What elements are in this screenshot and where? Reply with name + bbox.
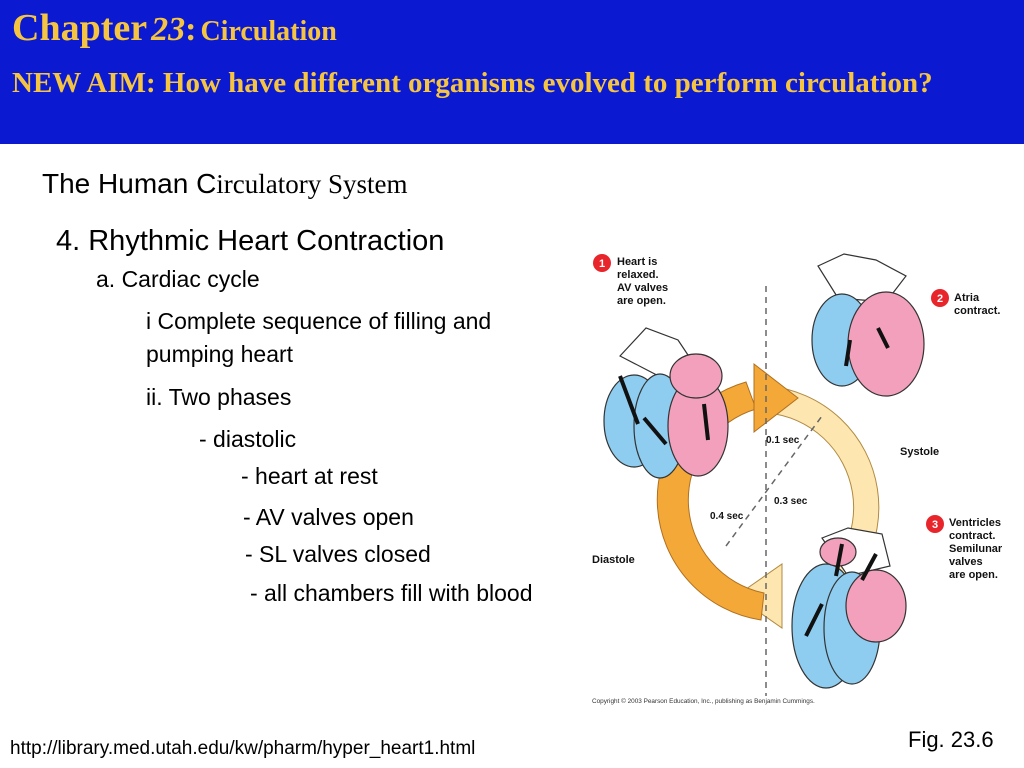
heart-relaxed xyxy=(603,327,729,479)
cardiac-cycle-figure: 1 Heart is relaxed. AV valves are open. … xyxy=(592,253,1003,705)
outline-item-ii: ii. Two phases xyxy=(146,384,292,410)
aim-statement: NEW AIM: How have different organisms ev… xyxy=(12,67,933,99)
diastole-label: Diastole xyxy=(592,554,635,566)
chapter-topic: Circulation xyxy=(200,16,337,47)
chapter-colon: : xyxy=(185,11,197,48)
chapter-title: Chapter 23: Circulation xyxy=(12,6,337,50)
subtitle-part2: irculatory System xyxy=(216,169,408,199)
step3-line5: are open. xyxy=(949,569,998,581)
diastole-arrow-head xyxy=(753,362,799,434)
step1-line4: are open. xyxy=(617,295,666,307)
slide-subtitle: The Human Circulatory System xyxy=(42,168,408,200)
outline-item-i-line1: i Complete sequence of filling and xyxy=(146,308,492,334)
outline-diastolic: - diastolic xyxy=(199,426,297,452)
outline-item-a: a. Cardiac cycle xyxy=(96,266,260,292)
step3-line3: Semilunar xyxy=(949,543,1003,555)
outline-sl-valves: - SL valves closed xyxy=(245,541,431,567)
step1-line1: Heart is xyxy=(617,256,657,268)
figure-copyright: Copyright © 2003 Pearson Education, Inc.… xyxy=(592,697,815,705)
time-0-4-sec: 0.4 sec xyxy=(710,511,744,522)
step2-line1: Atria xyxy=(954,292,980,304)
outline-chambers-fill: - all chambers fill with blood xyxy=(250,580,533,606)
step2-badge xyxy=(931,289,949,307)
step3-badge xyxy=(926,515,944,533)
outline-item-4: 4. Rhythmic Heart Contraction xyxy=(56,225,445,257)
step2-number: 2 xyxy=(937,293,943,305)
chapter-word: Chapter xyxy=(12,7,148,49)
step1-line3: AV valves xyxy=(617,282,668,294)
outline-heart-at-rest: - heart at rest xyxy=(241,463,378,489)
chapter-number: 23 xyxy=(151,11,186,48)
step3-line2: contract. xyxy=(949,530,995,542)
heart-atria-contract xyxy=(811,253,925,397)
step1-number: 1 xyxy=(599,258,605,270)
step3-line4: valves xyxy=(949,556,983,568)
time-0-1-sec: 0.1 sec xyxy=(766,435,800,446)
systole-label: Systole xyxy=(900,446,939,458)
step2-line2: contract. xyxy=(954,305,1000,317)
time-0-3-sec: 0.3 sec xyxy=(774,496,808,507)
figure-label: Fig. 23.6 xyxy=(908,727,994,752)
step1-line2: relaxed. xyxy=(617,269,659,281)
source-link[interactable]: http://library.med.utah.edu/kw/pharm/hyp… xyxy=(10,738,476,759)
heart-ventricles-contract xyxy=(791,527,907,689)
step1-badge xyxy=(593,254,611,272)
title-banner: Chapter 23: Circulation NEW AIM: How hav… xyxy=(0,0,1024,144)
outline-item-i-line2: pumping heart xyxy=(146,341,294,367)
step3-number: 3 xyxy=(932,519,938,531)
subtitle-part1: The Human C xyxy=(42,168,217,199)
step3-line1: Ventricles xyxy=(949,517,1001,529)
phase-divider-diagonal xyxy=(725,415,823,547)
outline-av-valves: - AV valves open xyxy=(243,504,414,530)
